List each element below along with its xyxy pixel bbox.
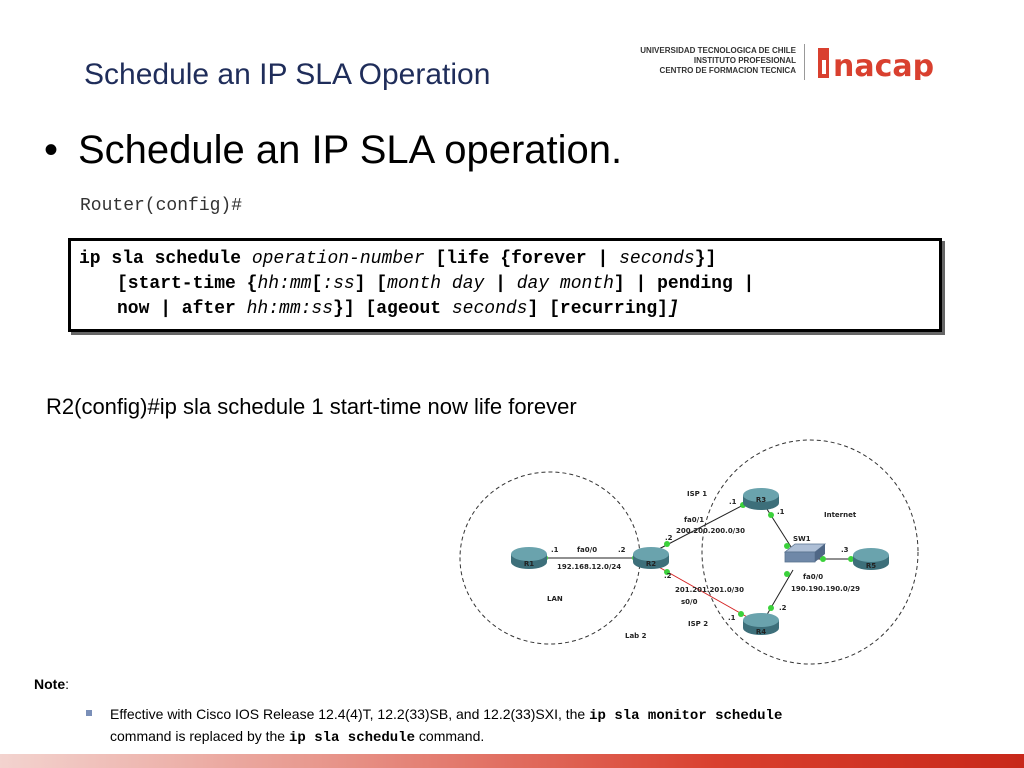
bullet-symbol: • <box>44 128 59 172</box>
endpoint-dot <box>664 541 670 547</box>
endpoint-dot <box>820 556 826 562</box>
switch-sw1-label: SW1 <box>793 535 811 543</box>
link-r2-r3 <box>656 500 752 551</box>
r3-switch-ip: .1 <box>777 508 785 516</box>
institution-line-1: UNIVERSIDAD TECNOLOGICA DE CHILE <box>640 46 796 55</box>
isp1-label: ISP 1 <box>687 490 707 498</box>
r4-switch-ip: .2 <box>779 604 787 612</box>
syntax-keyword: ] [recurring] <box>527 299 668 319</box>
switch-interface: fa0/0 <box>803 573 823 581</box>
note-text-part-2: command is replaced by the <box>110 728 289 744</box>
r2-isp2-ip: .2 <box>664 572 672 580</box>
note-label: Note: <box>34 676 69 692</box>
r3-isp1-ip: .1 <box>729 498 737 506</box>
router-r4-icon: R4 <box>743 613 779 636</box>
switch-sw1-icon: SW1 <box>783 535 827 563</box>
endpoint-dot <box>784 543 790 549</box>
syntax-keyword: ] <box>667 299 679 319</box>
router-r1-icon: R1 <box>511 547 547 569</box>
r5-ip: .3 <box>841 546 849 554</box>
router-r1-label: R1 <box>524 560 534 568</box>
lan-label: LAN <box>547 595 563 603</box>
syntax-keyword: }] [ageout <box>333 299 452 319</box>
main-bullet: • Schedule an IP SLA operation. <box>44 128 622 173</box>
syntax-keyword: ] | pending | <box>613 274 755 294</box>
router-r5-label: R5 <box>866 562 876 570</box>
square-bullet-icon <box>86 710 92 716</box>
syntax-argument: seconds <box>451 299 528 319</box>
internet-zone <box>701 439 919 665</box>
note-text: Effective with Cisco IOS Release 12.4(4)… <box>110 704 968 748</box>
r1-r2-interface: fa0/0 <box>577 546 597 554</box>
endpoint-dot <box>768 512 774 518</box>
endpoint-dot <box>738 611 744 617</box>
command-syntax-box: ip sla schedule operation-number [life {… <box>68 238 942 332</box>
syntax-keyword: [start-time { <box>117 274 258 294</box>
r2-isp1-interface: fa0/1 <box>684 516 704 524</box>
example-command: R2(config)#ip sla schedule 1 start-time … <box>46 394 577 419</box>
note-text-part-3: command. <box>415 728 485 744</box>
logo-divider <box>804 44 805 80</box>
syntax-argument: hh:mm:ss <box>246 299 334 319</box>
router-r3-icon: R3 <box>743 488 779 510</box>
r4-isp2-ip: .1 <box>728 614 736 622</box>
note-new-command: ip sla schedule <box>288 730 416 746</box>
bullet-text: Schedule an IP SLA operation. <box>78 128 623 172</box>
endpoint-dot <box>768 605 774 611</box>
syntax-argument: month day <box>387 274 485 294</box>
slide-title: Schedule an IP SLA Operation <box>84 58 491 91</box>
syntax-argument: operation-number <box>251 249 425 269</box>
syntax-keyword: ] [ <box>354 274 388 294</box>
syntax-line-1: ip sla schedule operation-number [life {… <box>79 247 931 272</box>
r2-isp2-interface: s0/0 <box>681 598 698 606</box>
syntax-keyword: now | after <box>117 299 247 319</box>
note-colon: : <box>65 676 70 692</box>
note-label-text: Note <box>34 676 66 692</box>
syntax-line-2: [start-time {hh:mm[:ss] [month day | day… <box>79 272 931 297</box>
isp2-label: ISP 2 <box>688 620 708 628</box>
endpoint-dot <box>664 569 670 575</box>
institution-name: UNIVERSIDAD TECNOLOGICA DE CHILE INSTITU… <box>620 46 796 76</box>
logo-brand-text: nacap <box>833 49 934 80</box>
syntax-argument: day month <box>516 274 614 294</box>
syntax-keyword: | <box>484 274 517 294</box>
institution-line-2: INSTITUTO PROFESIONAL <box>693 56 796 65</box>
note-text-part-1: Effective with Cisco IOS Release 12.4(4)… <box>110 706 590 722</box>
syntax-argument: :ss <box>322 274 355 294</box>
inacap-logo: nacap <box>818 48 934 80</box>
endpoint-dot <box>848 556 854 562</box>
footer-gradient-bar <box>0 754 1024 768</box>
lab-label: Lab 2 <box>625 632 647 640</box>
link-r2-r4 <box>656 565 750 619</box>
lan-network: 192.168.12.0/24 <box>557 563 621 571</box>
internet-label: Internet <box>824 511 857 519</box>
syntax-keyword: [ <box>311 274 323 294</box>
syntax-keyword: [life {forever | <box>424 249 620 269</box>
syntax-argument: seconds <box>619 249 695 269</box>
network-topology-diagram: R1 R2 R3 R4 R5 SW1 LAN Lab 2 Internet IS… <box>459 439 919 665</box>
note-old-command: ip sla monitor schedule <box>589 708 783 724</box>
note-bullet: Effective with Cisco IOS Release 12.4(4)… <box>86 704 968 748</box>
r1-interface-ip: .1 <box>551 546 559 554</box>
isp2-network: 201.201.201.0/30 <box>675 586 744 594</box>
router-r2-icon: R2 <box>633 547 669 569</box>
router-r5-icon: R5 <box>853 548 889 570</box>
syntax-keyword: ip sla schedule <box>79 249 252 269</box>
r2-lan-interface-ip: .2 <box>618 546 626 554</box>
switch-network: 190.190.190.0/29 <box>791 585 860 593</box>
router-r4-label: R4 <box>756 628 766 636</box>
router-r3-label: R3 <box>756 496 766 504</box>
institution-line-3: CENTRO DE FORMACION TECNICA <box>659 66 796 75</box>
router-r2-label: R2 <box>646 560 656 568</box>
syntax-line-3: now | after hh:mm:ss}] [ageout seconds] … <box>79 297 931 322</box>
endpoint-dot <box>784 571 790 577</box>
syntax-keyword: }] <box>694 249 717 269</box>
logo-i-stem <box>822 60 826 74</box>
isp1-network: 200.200.200.0/30 <box>676 527 745 535</box>
syntax-argument: hh:mm <box>257 274 312 294</box>
r2-isp1-ip: .2 <box>665 534 673 542</box>
router-prompt: Router(config)# <box>80 196 243 216</box>
